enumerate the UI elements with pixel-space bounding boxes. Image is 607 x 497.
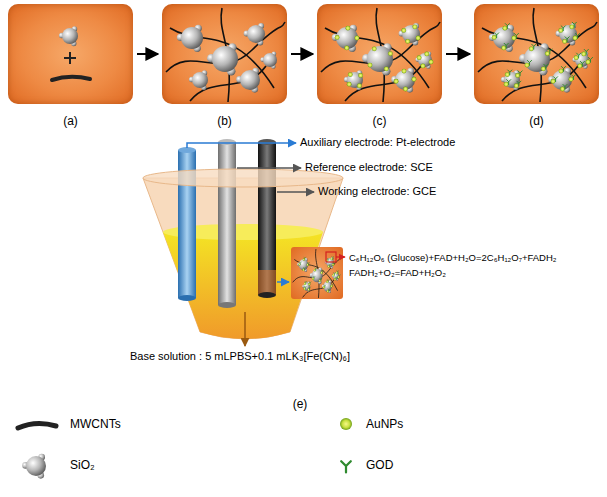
solution-label: Base solution : 5 mLPBS+0.1 mLK₃[Fe(CN)₆… — [130, 350, 350, 363]
legend-text: SiO₂ — [70, 459, 95, 472]
reaction-equation: FADH₂+O₂=FAD+H₂O₂ — [349, 266, 446, 279]
panel-caption: (b) — [162, 114, 287, 128]
panel-illustration — [474, 4, 599, 104]
panel-caption: (c) — [317, 114, 442, 128]
panel-caption: (a) — [8, 114, 133, 128]
stage-panel: (c) — [317, 4, 442, 104]
stage-panel: (b) — [162, 4, 287, 104]
panel-illustration — [8, 4, 133, 104]
stage-panel: (a) — [8, 4, 133, 104]
reaction-equation: C₆H₁₂O₆ (Glucose)+FAD+H₂O=2C₆H₁₂O₇+FADH₂ — [349, 251, 557, 264]
panel-illustration — [317, 4, 442, 104]
process-arrow — [137, 53, 158, 55]
legend-text: AuNPs — [366, 418, 403, 431]
legend-text: MWCNTs — [70, 418, 121, 431]
electrode-label: Auxiliary electrode: Pt-electrode — [300, 136, 455, 149]
panel-caption: (d) — [474, 114, 599, 128]
process-arrow — [291, 53, 313, 55]
process-arrow — [446, 53, 470, 55]
electrode-label: Reference electrode: SCE — [305, 161, 433, 174]
electrode-label: Working electrode: GCE — [318, 185, 436, 198]
panel-caption: (e) — [293, 398, 308, 411]
stage-panel: (d) — [474, 4, 599, 104]
panel-illustration — [162, 4, 287, 104]
legend-text: GOD — [366, 459, 393, 472]
